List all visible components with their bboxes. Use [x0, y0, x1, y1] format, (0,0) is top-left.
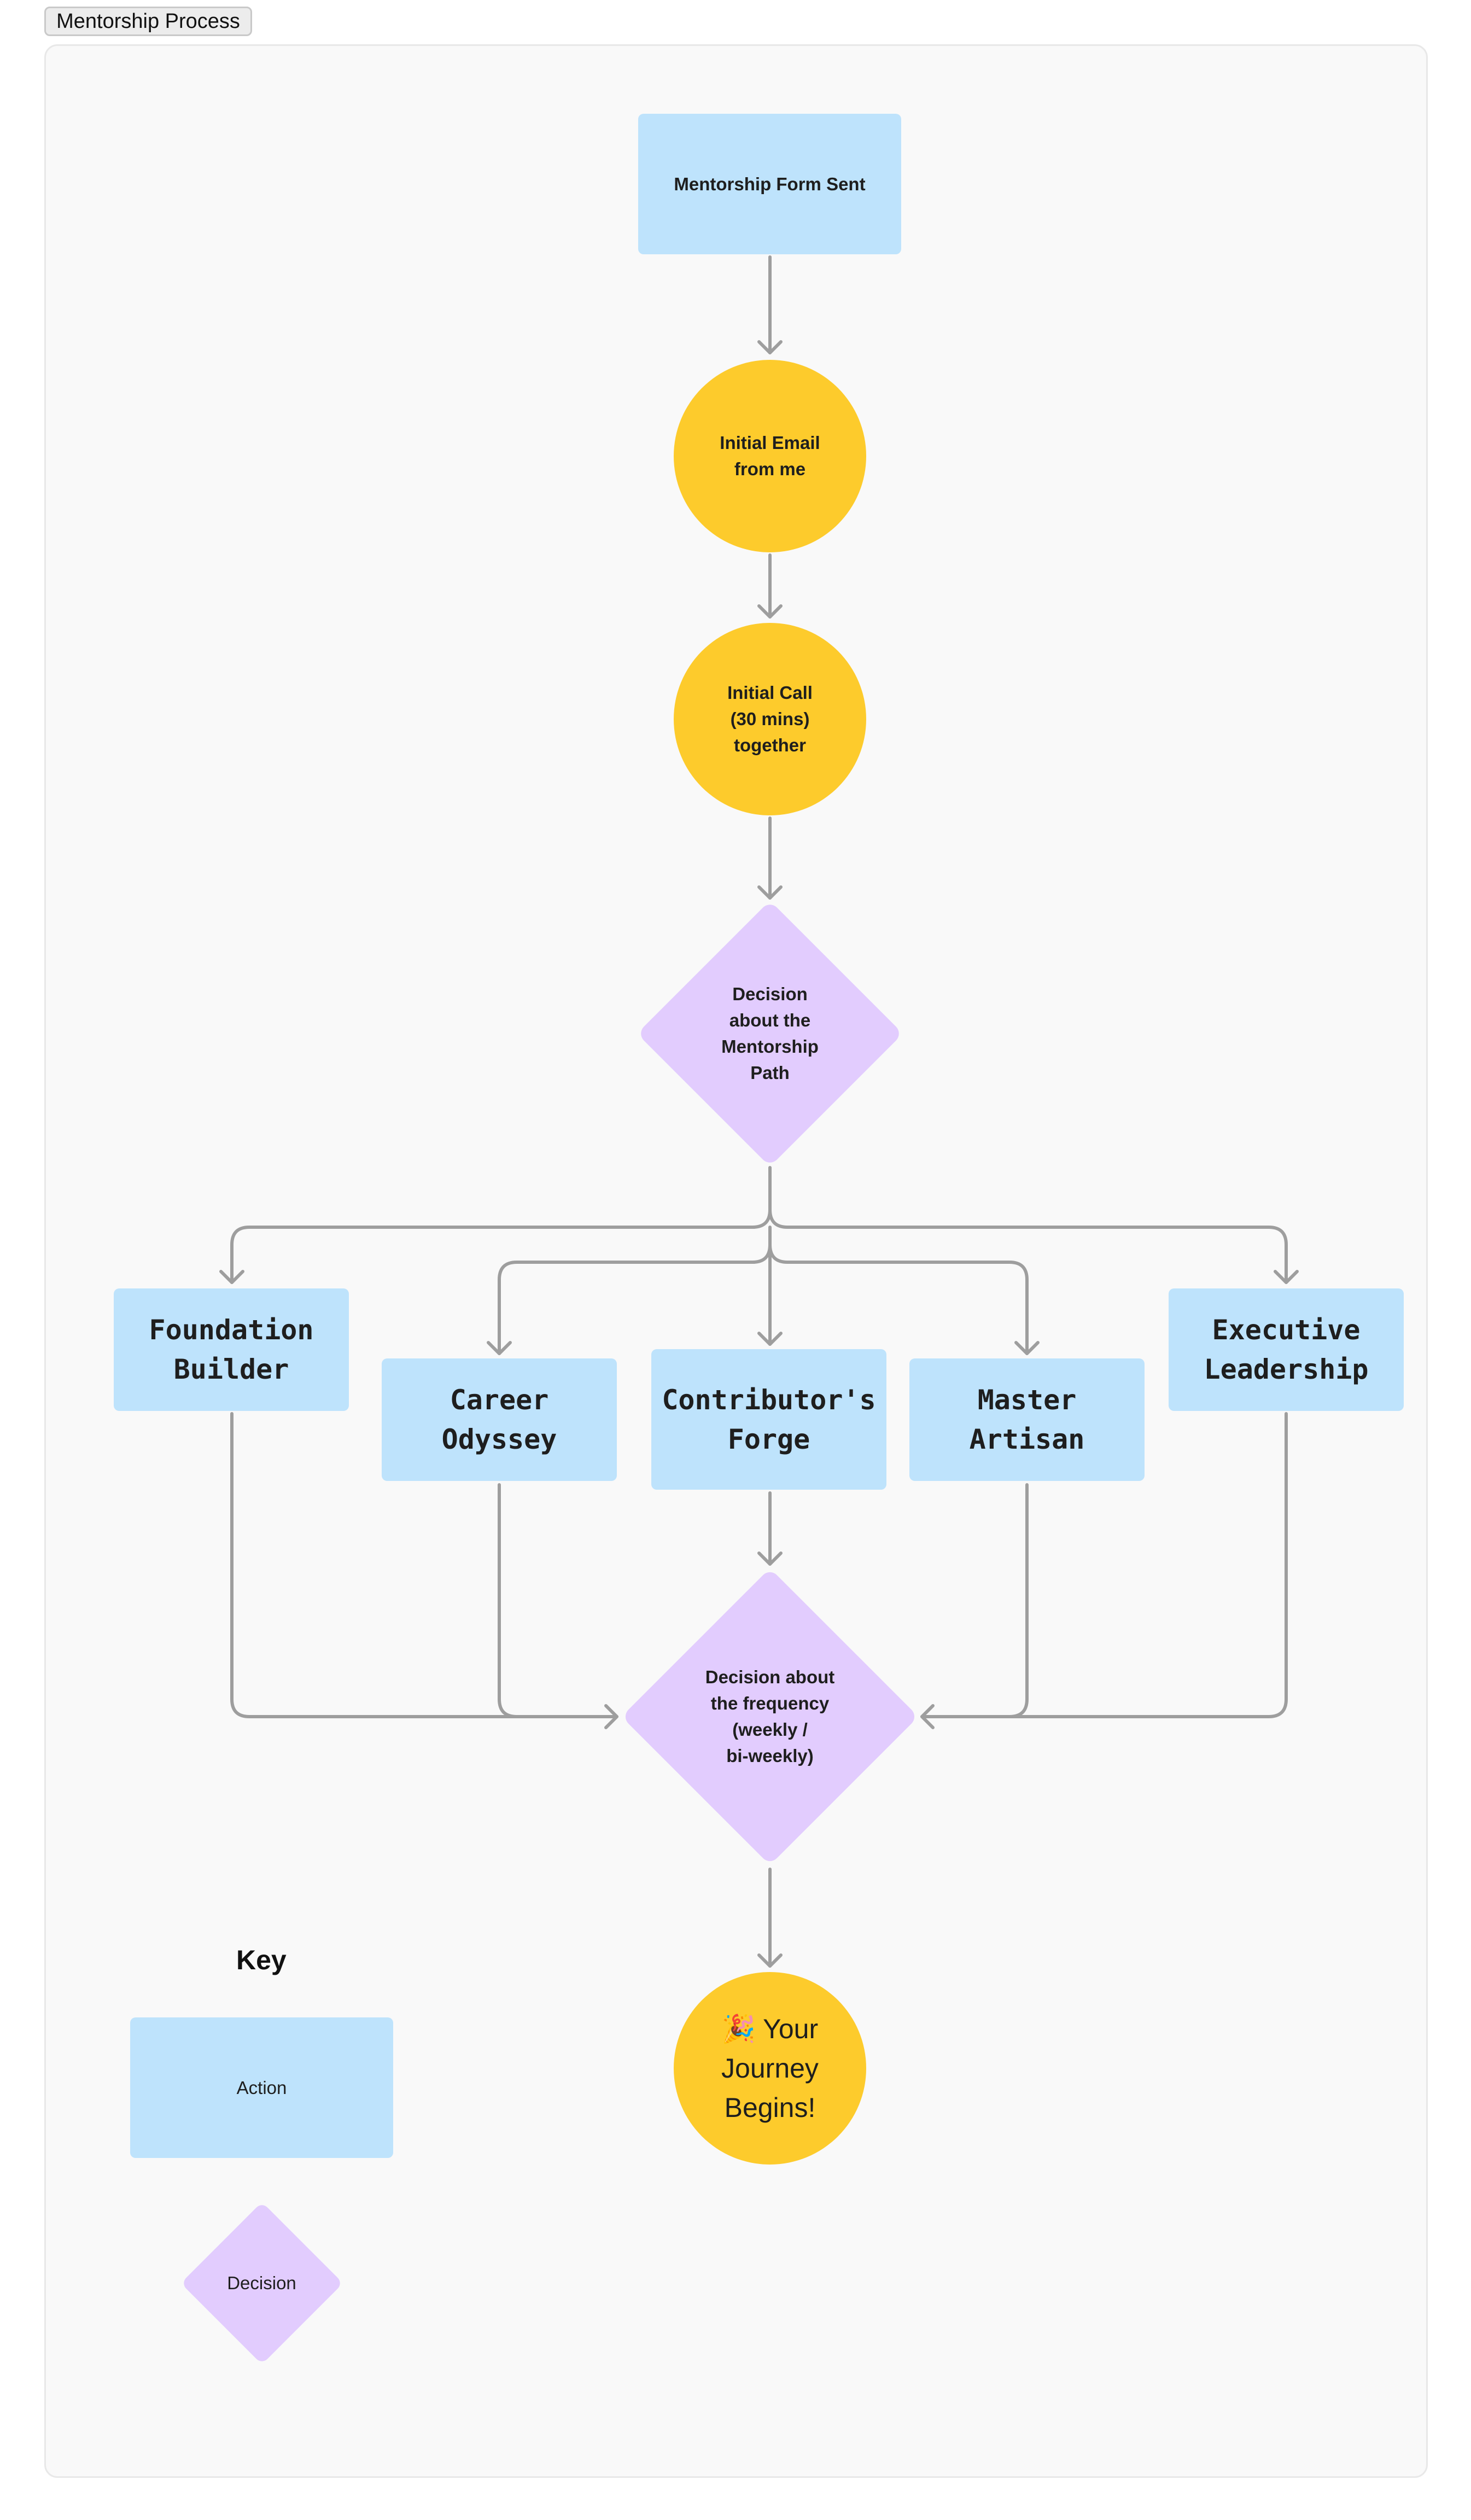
connector-to-foundation-builder [230, 1166, 772, 1284]
arrowhead-executive-leadership [1274, 1270, 1299, 1284]
node-initial-email-label: Initial Email from me [720, 433, 820, 479]
connector-executive-to-frequency [920, 1412, 1288, 1718]
key-decision-swatch[interactable]: Decision [178, 2194, 346, 2372]
arrowhead-email [757, 340, 783, 354]
node-initial-call[interactable]: Initial Call (30 mins) together [674, 623, 866, 815]
arrowhead-master-artisan [1014, 1341, 1040, 1355]
node-path-decision-label: Decision about the Mentorship Path [721, 984, 819, 1083]
arrowhead-frequency-top [757, 1551, 783, 1566]
arrowhead-frequency-right [920, 1704, 935, 1729]
node-career-odyssey-label: Career Odyssey [441, 1384, 557, 1455]
key-decision-label: Decision [227, 2273, 296, 2293]
frequency-decision-label-wrap: Decision about the frequency (weekly / b… [621, 1567, 919, 1866]
node-path-decision[interactable]: Decision about the Mentorship Path [636, 900, 904, 1167]
node-master-artisan[interactable]: Master Artisan [909, 1358, 1145, 1481]
key-action-swatch[interactable]: Action [130, 2017, 393, 2158]
node-frequency-decision[interactable]: Decision about the frequency (weekly / b… [621, 1567, 919, 1866]
arrowhead-contributors-forge [757, 1332, 783, 1346]
arrowhead-foundation-builder [219, 1270, 244, 1284]
node-contributors-forge[interactable]: Contributor's Forge [651, 1349, 886, 1490]
key-title: Key [236, 1945, 287, 1975]
node-journey-begins[interactable]: 🎉 Your Journey Begins! [674, 1972, 866, 2165]
key-action-label: Action [236, 2077, 287, 2098]
node-initial-email[interactable]: Initial Email from me [674, 360, 866, 552]
arrowhead-decision [757, 885, 783, 900]
key-decision-label-wrap: Decision [178, 2194, 346, 2372]
node-journey-begins-label: 🎉 Your Journey Begins! [721, 2014, 819, 2123]
connector-career-to-frequency [498, 1483, 518, 1718]
connector-master-to-frequency [1008, 1483, 1029, 1718]
connector-to-career-odyssey [498, 1226, 772, 1355]
node-executive-leadership-label: Executive Leadership [1204, 1314, 1369, 1385]
arrowhead-career-odyssey [487, 1341, 512, 1355]
arrowhead-call [757, 604, 783, 619]
node-foundation-builder-label: Foundation Builder [149, 1314, 314, 1385]
node-mentorship-form-sent[interactable]: Mentorship Form Sent [638, 114, 901, 254]
node-mentorship-form-sent-label: Mentorship Form Sent [674, 173, 866, 194]
node-frequency-decision-label: Decision about the frequency (weekly / b… [705, 1667, 835, 1766]
connector-foundation-to-frequency [230, 1412, 618, 1718]
node-foundation-builder[interactable]: Foundation Builder [114, 1288, 349, 1411]
connector-to-master-artisan [768, 1243, 1029, 1355]
frame-title[interactable]: Mentorship Process [44, 7, 252, 36]
arrowhead-journey [757, 1953, 783, 1968]
node-initial-call-label: Initial Call (30 mins) together [727, 682, 813, 755]
connector-to-executive-leadership [768, 1208, 1288, 1284]
node-master-artisan-label: Master Artisan [969, 1384, 1085, 1455]
node-career-odyssey[interactable]: Career Odyssey [382, 1358, 617, 1481]
arrowhead-frequency-left [604, 1704, 618, 1729]
path-decision-label-wrap: Decision about the Mentorship Path [636, 901, 904, 1166]
node-executive-leadership[interactable]: Executive Leadership [1169, 1288, 1404, 1411]
node-contributors-forge-label: Contributor's Forge [662, 1384, 876, 1455]
